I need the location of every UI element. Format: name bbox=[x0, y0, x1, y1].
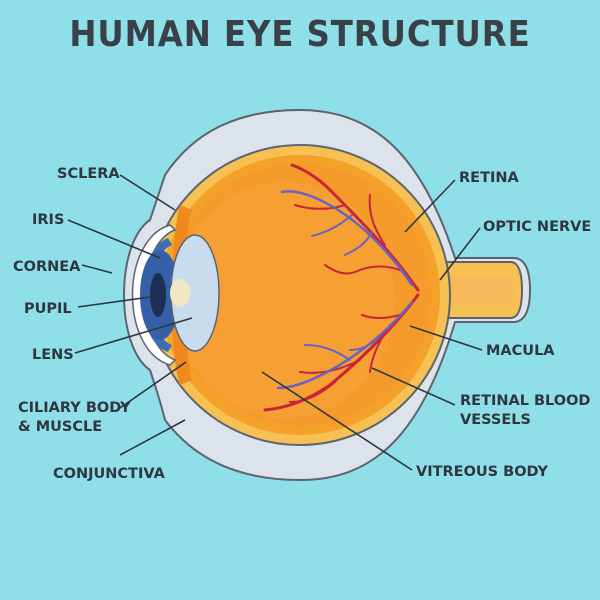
leader-retina bbox=[404, 179, 456, 233]
leader-lines bbox=[67, 174, 483, 471]
label-cornea: CORNEA bbox=[13, 259, 81, 275]
leader-conjunctiva bbox=[119, 419, 186, 456]
label-retina: RETINA bbox=[459, 170, 519, 186]
label-pupil: PUPIL bbox=[24, 301, 72, 317]
label-vessels-2: VESSELS bbox=[460, 412, 531, 428]
leader-vessels bbox=[371, 367, 456, 406]
label-optic-nerve: OPTIC NERVE bbox=[483, 219, 591, 235]
leader-macula bbox=[409, 325, 483, 351]
vitreous-highlight bbox=[175, 182, 395, 418]
leader-vitreous bbox=[261, 371, 413, 471]
label-ciliary-1: CILIARY BODY bbox=[18, 400, 131, 416]
page-title: HUMAN EYE STRUCTURE bbox=[69, 14, 531, 55]
label-macula: MACULA bbox=[486, 343, 555, 359]
label-sclera: SCLERA bbox=[57, 166, 120, 182]
lens-highlight bbox=[170, 279, 190, 307]
leader-lens bbox=[74, 317, 193, 354]
label-lens: LENS bbox=[32, 347, 74, 363]
leader-cornea bbox=[81, 264, 113, 274]
leader-pupil bbox=[77, 296, 151, 308]
retinal-blood-vessels bbox=[263, 163, 420, 412]
label-conjunctiva: CONJUNCTIVA bbox=[53, 466, 166, 482]
pupil-shape bbox=[150, 273, 166, 317]
label-ciliary-2: & MUSCLE bbox=[18, 419, 102, 435]
leader-optic bbox=[439, 227, 481, 281]
leader-ciliary bbox=[119, 361, 187, 409]
leader-iris bbox=[67, 219, 161, 259]
label-vitreous: VITREOUS BODY bbox=[416, 464, 549, 480]
labels: SCLERA IRIS CORNEA PUPIL LENS CILIARY BO… bbox=[13, 166, 591, 482]
label-iris: IRIS bbox=[32, 212, 64, 228]
label-vessels-1: RETINAL BLOOD bbox=[460, 393, 590, 409]
leader-sclera bbox=[119, 174, 176, 211]
